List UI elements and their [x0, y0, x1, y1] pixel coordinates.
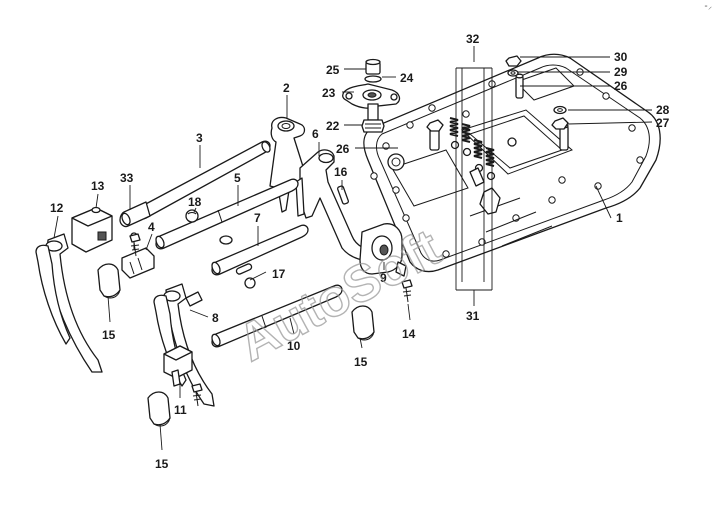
interlock-ball-18: [185, 209, 199, 223]
leader-lines: [53, 46, 653, 451]
callout-26: 26: [336, 142, 350, 156]
callout-26: 26: [614, 79, 628, 93]
callout-23: 23: [322, 86, 336, 100]
callout-5: 5: [234, 171, 241, 185]
callout-27: 27: [656, 116, 670, 130]
shift-lever-assembly: [342, 58, 401, 133]
callout-30: 30: [614, 50, 628, 64]
shift-rail-7: [211, 224, 309, 276]
fork-block-9: [359, 223, 407, 277]
callout-labels: 1 2 3 4 5 6 7 8 9 10 11 12 13 14 15 15 1…: [50, 32, 670, 471]
callout-11: 11: [174, 403, 187, 417]
callout-7: 7: [254, 211, 261, 225]
interlock-pin-17: [219, 235, 256, 289]
callout-28: 28: [656, 103, 670, 117]
shift-block-13: [71, 206, 113, 253]
callout-25: 25: [326, 63, 340, 77]
callout-12: 12: [50, 201, 64, 215]
callout-24: 24: [400, 71, 414, 85]
callout-32: 32: [466, 32, 480, 46]
callout-8: 8: [212, 311, 219, 325]
callout-16: 16: [334, 165, 348, 179]
callout-18: 18: [188, 195, 202, 209]
cover-plate: [363, 53, 661, 273]
fork-pad-15: [97, 263, 121, 299]
callout-17: 17: [272, 267, 286, 281]
shift-fork-8: [153, 283, 215, 407]
screw: [129, 233, 141, 257]
shift-block-4: [121, 232, 155, 279]
callout-29: 29: [614, 65, 628, 79]
callout-4: 4: [148, 220, 155, 234]
shift-rail-5: [155, 178, 299, 250]
callout-15: 15: [102, 328, 116, 342]
screw-14: [401, 279, 413, 303]
callout-15: 15: [155, 457, 169, 471]
shift-block-11: [163, 345, 193, 387]
callout-2: 2: [283, 81, 290, 95]
callout-14: 14: [402, 327, 416, 341]
shift-rail-10: [211, 284, 343, 348]
callout-33: 33: [120, 171, 134, 185]
detent-springs: [449, 117, 517, 215]
callout-1: 1: [616, 211, 623, 225]
nuts-washers: [426, 55, 569, 132]
roll-pin-16: [337, 185, 349, 205]
callout-31: 31: [466, 309, 480, 323]
screw: [191, 383, 203, 407]
callout-9: 9: [380, 271, 387, 285]
callout-6: 6: [312, 127, 319, 141]
shift-fork-6: [295, 149, 379, 262]
callout-10: 10: [287, 339, 301, 353]
fork-pad-15: [147, 391, 171, 427]
shift-fork-12: [35, 233, 103, 373]
callout-3: 3: [196, 131, 203, 145]
corner-mark: ⁃⸝: [704, 2, 712, 11]
shift-rail-33: [119, 201, 151, 228]
callout-15: 15: [354, 355, 368, 369]
callout-22: 22: [326, 119, 340, 133]
callout-13: 13: [91, 179, 105, 193]
